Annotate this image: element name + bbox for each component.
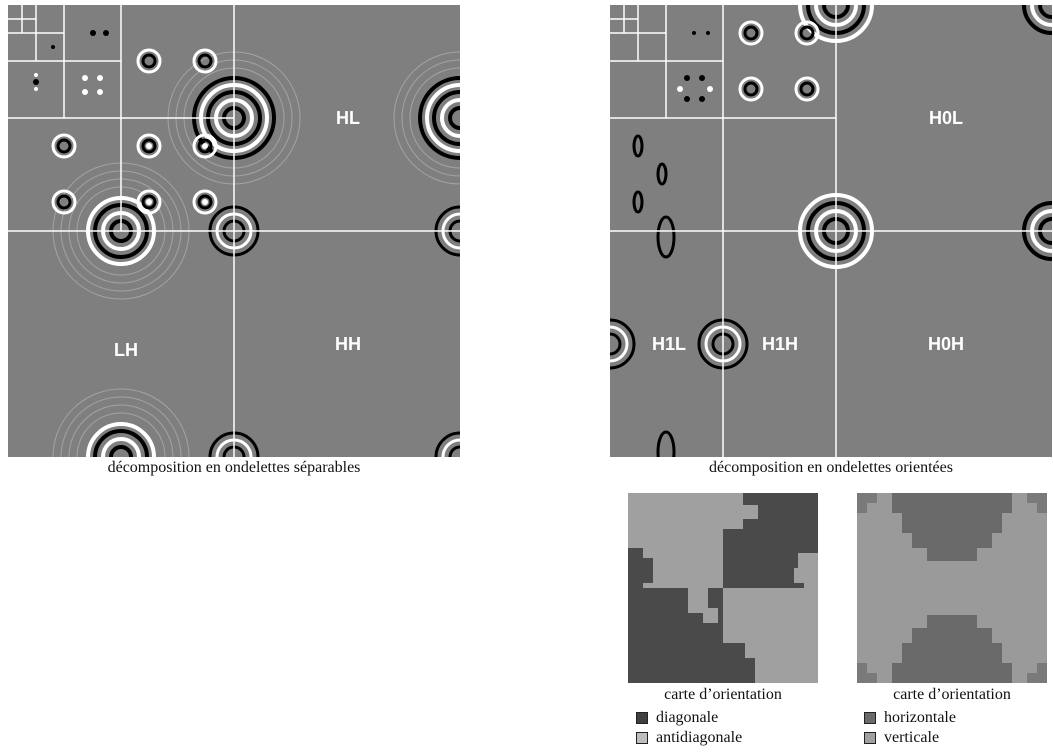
band-label-hh: HH: [335, 334, 361, 354]
swatch-horizontale: [864, 712, 876, 724]
band-label-lh: LH: [114, 340, 138, 360]
orientation-map-diagonal-caption: carte d’orientation: [664, 686, 782, 703]
swatch-diagonale: [636, 712, 648, 724]
band-label-hl: HL: [336, 108, 360, 128]
band-label-h1l: H1L: [652, 334, 686, 354]
orientation-map-diagonal-svg: [628, 493, 818, 683]
legend-label-diagonale: diagonale: [656, 709, 719, 726]
legend-item-antidiagonale: antidiagonale: [636, 728, 742, 748]
band-label-h0l: H0L: [929, 108, 963, 128]
oriented-subband-dividers: [610, 5, 1052, 457]
orientation-map-diagonal-legend: diagonale antidiagonale: [636, 708, 742, 748]
orientation-map-horizontal: [857, 493, 1047, 683]
oriented-wavelet-decomposition: H0L H1L H1H H0H: [610, 5, 1052, 457]
oriented-caption: décomposition en ondelettes orientées: [709, 459, 953, 476]
subband-dividers: [8, 5, 460, 457]
orientation-map-horizontal-legend: horizontale verticale: [864, 708, 956, 748]
band-label-h0h: H0H: [928, 334, 964, 354]
legend-item-diagonale: diagonale: [636, 708, 742, 728]
legend-label-verticale: verticale: [884, 729, 940, 746]
swatch-antidiagonale: [636, 732, 648, 744]
level2-band-spots: [33, 30, 218, 215]
band-label-h1h: H1H: [762, 334, 798, 354]
orientation-map-horizontal-caption: carte d’orientation: [893, 686, 1011, 703]
orientation-map-horizontal-svg: [857, 493, 1047, 683]
separable-wavelet-decomposition: HL LH HH: [8, 5, 460, 457]
separable-caption: décomposition en ondelettes séparables: [107, 459, 361, 476]
legend-item-verticale: verticale: [864, 728, 956, 748]
orientation-map-diagonal: [628, 493, 818, 683]
legend-label-antidiagonale: antidiagonale: [656, 729, 743, 746]
level2-oriented-spots: [632, 20, 820, 214]
swatch-verticale: [864, 732, 876, 744]
legend-item-horizontale: horizontale: [864, 708, 956, 728]
oriented-wavelet-svg: H0L H1L H1H H0H: [610, 5, 1052, 457]
separable-wavelet-svg: HL LH HH: [8, 5, 460, 457]
legend-label-horizontale: horizontale: [884, 709, 956, 726]
